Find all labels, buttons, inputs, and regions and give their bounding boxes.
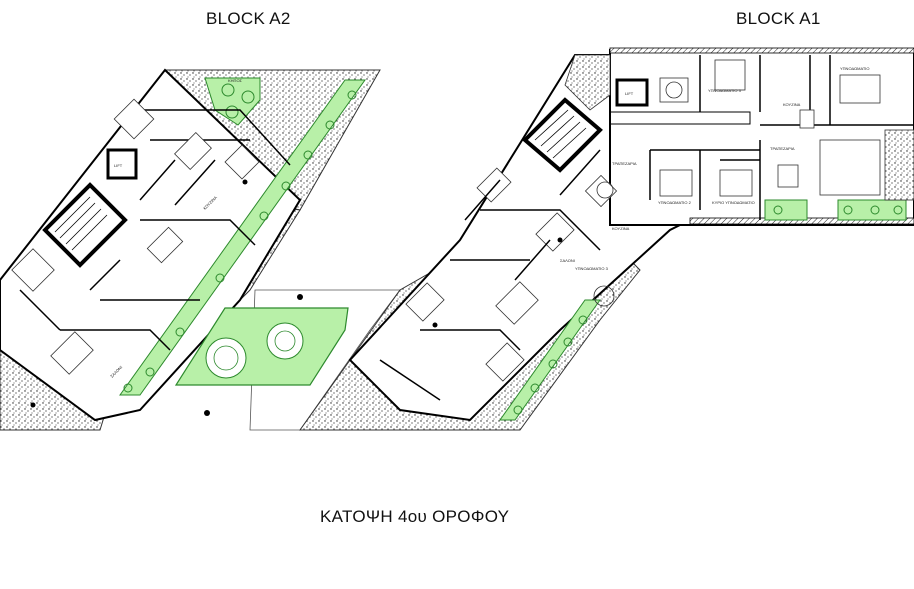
a1-label-dining-left: ΤΡΑΠΕΖΑΡΙΑ bbox=[612, 161, 637, 166]
a1-stair-core bbox=[522, 97, 603, 173]
a2-planter-diagonal bbox=[119, 79, 366, 396]
a2-lift bbox=[106, 148, 138, 180]
a1-garden-right bbox=[884, 129, 914, 201]
plaza-outline bbox=[249, 289, 401, 431]
a1-label-dining: ΤΡΑΠΕΖΑΡΙΑ bbox=[770, 146, 795, 151]
a1-label-kitchen-top: ΚΟΥΖΙΝΑ bbox=[783, 102, 801, 107]
a1-label-bedroom-mid-1: ΥΠΝΟΔΩΜΑΤΙΟ 2 bbox=[658, 200, 692, 205]
a1-label-bedroom-top-left: ΥΠΝΟΔΩΜΑΤΙΟ 3 bbox=[708, 88, 742, 93]
block-a2-title: BLOCK A2 bbox=[206, 9, 291, 28]
a2-stair-treads bbox=[54, 196, 108, 251]
block-a1-title: BLOCK A1 bbox=[736, 9, 821, 28]
a2-dots bbox=[30, 179, 248, 408]
fountain-right bbox=[266, 322, 304, 360]
a1-label-kitchen-mid: ΚΟΥΖΙΝΑ bbox=[612, 226, 630, 231]
a1-corridor bbox=[609, 111, 751, 125]
a1-furniture bbox=[405, 59, 881, 382]
fountain-left bbox=[205, 337, 247, 379]
central-plaza bbox=[174, 289, 401, 431]
a2-planter-top bbox=[204, 77, 261, 126]
block-a2: ΣΑΛΟΝΙ ΚΟΥΖΙΝΑ LIFT bbox=[0, 68, 381, 431]
a2-label-garden: ΚΗΠΟΣ bbox=[228, 78, 243, 83]
block-a1: LIFT bbox=[228, 47, 914, 431]
a1-top-wall-band bbox=[609, 47, 914, 54]
a1-planters-bottom bbox=[764, 199, 907, 221]
a1-lift bbox=[615, 78, 649, 107]
a2-label-lift: LIFT bbox=[114, 163, 123, 168]
a1-label-bedroom-top-right: ΥΠΝΟΔΩΜΑΤΙΟ bbox=[840, 66, 870, 71]
a1-label-bedroom-low: ΥΠΝΟΔΩΜΑΤΙΟ 3 bbox=[575, 266, 609, 271]
a2-planter-trees bbox=[123, 83, 357, 393]
a1-label-living: ΣΑΛΟΝΙ bbox=[560, 258, 575, 263]
a1-label-bedroom-mid-2: ΚΥΡΙΟ ΥΠΝΟΔΩΜΑΤΙΟ bbox=[712, 200, 755, 205]
plan-caption: ΚΑΤΟΨΗ 4ου ΟΡΟΦΟΥ bbox=[320, 507, 510, 526]
a1-label-lift: LIFT bbox=[625, 91, 634, 96]
a2-furniture bbox=[11, 98, 260, 375]
